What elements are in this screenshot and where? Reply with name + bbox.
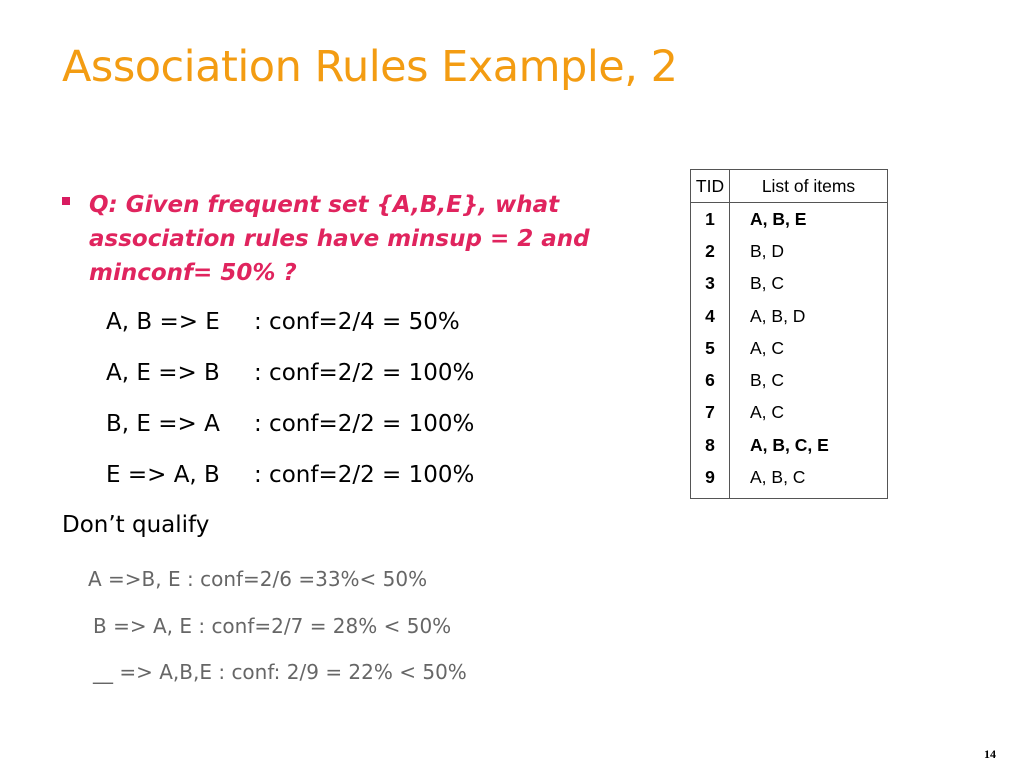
question-text: Q: Given frequent set {A,B,E}, what asso… (89, 192, 590, 286)
tid-cell: 2 (690, 235, 730, 268)
table-row: 8 A, B, C, E (690, 429, 888, 462)
page-number: 14 (984, 747, 996, 761)
slide-title: Association Rules Example, 2 (62, 42, 678, 92)
non-qualifying-rule: B => A, E : conf=2/7 = 28% < 50% (93, 614, 452, 638)
dont-qualify-label: Don’t qualify (62, 512, 210, 538)
items-cell: A, B, E (750, 208, 807, 229)
tid-cell: 6 (690, 364, 730, 397)
tid-cell: 4 (690, 299, 730, 333)
tid-cell: 5 (690, 332, 730, 365)
rule-confidence: : conf=2/2 = 100% (254, 360, 475, 386)
tid-cell: 3 (690, 267, 730, 300)
items-cell: A, B, C (750, 467, 806, 488)
table-row: 3 B, C (690, 267, 888, 300)
rule-condition: A, B => E (106, 309, 220, 335)
table-row: 6 B, C (690, 364, 888, 397)
rule-confidence: : conf=2/2 = 100% (254, 411, 475, 437)
table-row: 4 A, B, D (690, 299, 888, 333)
rule-condition: B, E => A (106, 411, 220, 437)
tid-cell: 8 (690, 429, 730, 462)
rule-row: A, B => E : conf=2/4 = 50% (106, 309, 460, 335)
items-cell: A, C (750, 337, 785, 358)
table-row: 7 A, C (690, 396, 888, 430)
bullet-square-icon (62, 197, 70, 205)
header-tid: TID (690, 169, 730, 203)
tid-cell: 9 (690, 461, 730, 499)
table-row: 2 B, D (690, 235, 888, 268)
non-qualifying-rule: A =>B, E : conf=2/6 =33%< 50% (88, 567, 428, 591)
question-bullet: Q: Given frequent set {A,B,E}, what asso… (62, 188, 662, 290)
items-cell: A, B, D (750, 305, 806, 326)
transactions-table: TID List of items 1 A, B, E 2 B, D 3 B, C 4… (690, 169, 888, 499)
rule-condition: E => A, B (106, 462, 220, 488)
tid-cell: 1 (690, 202, 730, 236)
items-cell: B, D (750, 240, 785, 261)
header-list-of-items: List of items (729, 169, 888, 203)
table-row: 9 A, B, C (690, 461, 888, 499)
non-qualifying-rule: __ => A,B,E : conf: 2/9 = 22% < 50% (93, 660, 467, 684)
items-cell: B, C (750, 273, 785, 294)
rule-row: E => A, B : conf=2/2 = 100% (106, 462, 474, 488)
rule-confidence: : conf=2/4 = 50% (254, 309, 460, 335)
rule-condition: A, E => B (106, 360, 220, 386)
rule-row: A, E => B : conf=2/2 = 100% (106, 360, 474, 386)
items-cell: B, C (750, 370, 785, 391)
rule-confidence: : conf=2/2 = 100% (254, 462, 475, 488)
rule-row: B, E => A : conf=2/2 = 100% (106, 411, 474, 437)
table-row: 1 A, B, E (690, 202, 888, 236)
table-header-row: TID List of items (690, 169, 888, 203)
table-row: 5 A, C (690, 332, 888, 365)
tid-cell: 7 (690, 396, 730, 430)
items-cell: A, B, C, E (750, 434, 829, 455)
items-cell: A, C (750, 402, 785, 423)
